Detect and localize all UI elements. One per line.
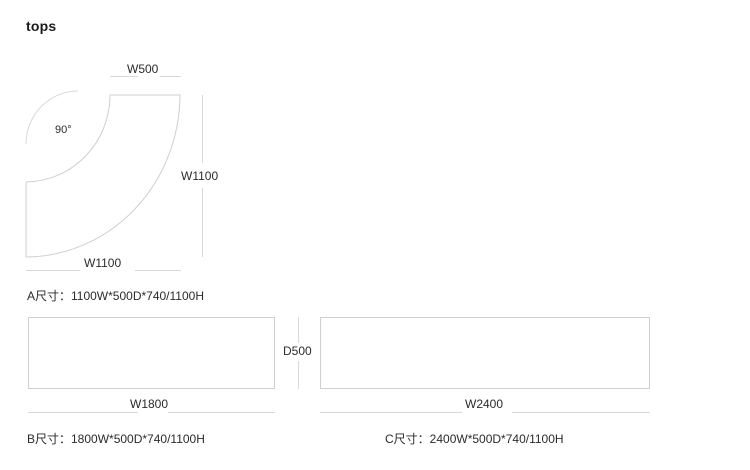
dimension-line-a-right-lower (202, 188, 203, 257)
dimension-label-a-bottom: W1100 (84, 256, 122, 270)
dimension-label-c-bottom: W2400 (465, 397, 504, 411)
part-c-shape (320, 317, 650, 389)
dimension-line-b-bottom-left (28, 412, 138, 413)
dimension-line-a-top-left (110, 76, 138, 77)
dimension-label-a-right: W1100 (181, 169, 219, 183)
dimension-line-a-bottom-right (135, 270, 181, 271)
caption-part-b: B尺寸：1800W*500D*740/1100H (27, 432, 205, 446)
dimension-line-depth-lower (298, 361, 299, 389)
dimension-line-a-right-upper (202, 95, 203, 163)
caption-part-c: C尺寸：2400W*500D*740/1100H (385, 432, 564, 446)
part-a-angle-arc (25, 90, 79, 145)
dimension-line-a-bottom-left (26, 270, 80, 271)
page-title: tops (26, 18, 57, 34)
part-a-outline (25, 94, 181, 258)
dimension-line-depth-upper (298, 317, 299, 343)
dimension-line-a-top-right (160, 76, 181, 77)
dimension-label-b-bottom: W1800 (130, 397, 169, 411)
dimension-label-depth: D500 (283, 344, 312, 358)
dimension-line-c-bottom-right (512, 412, 650, 413)
dimension-line-c-bottom-left (320, 412, 462, 413)
dimension-line-b-bottom-right (168, 412, 275, 413)
angle-label-90: 90° (55, 124, 72, 136)
part-b-shape (28, 317, 275, 389)
dimension-label-a-top: W500 (127, 62, 159, 76)
caption-part-a: A尺寸：1100W*500D*740/1100H (27, 289, 204, 303)
